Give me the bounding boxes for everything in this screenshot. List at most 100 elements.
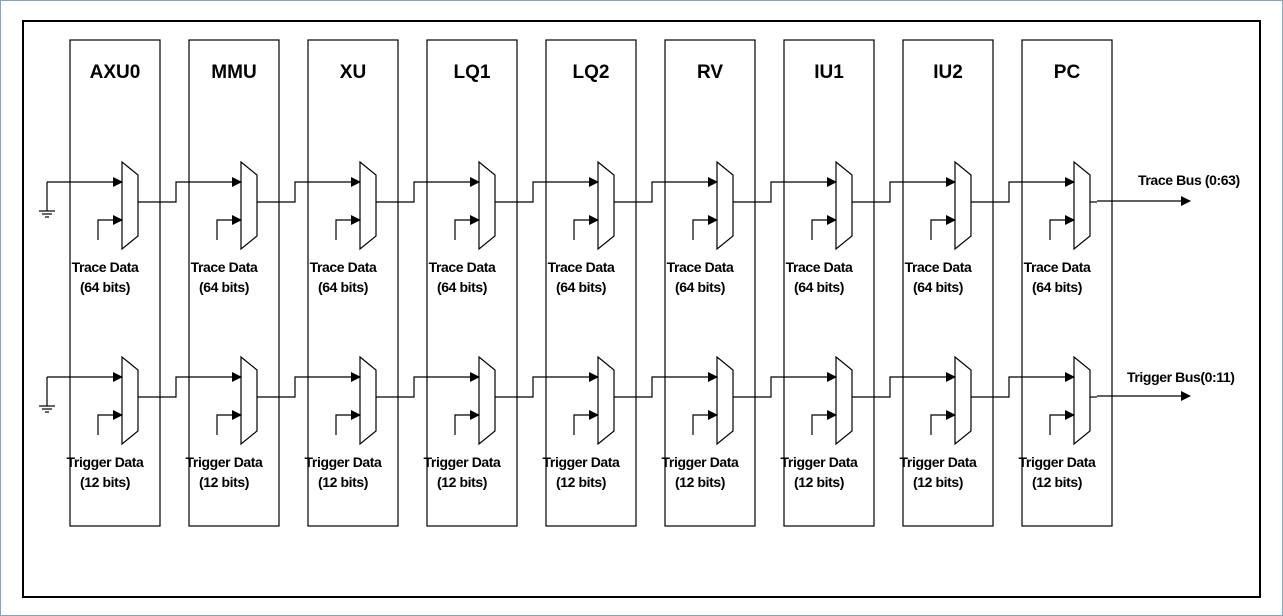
trace-bits-label: (64 bits)	[794, 279, 844, 295]
module-box	[902, 39, 994, 527]
trace-bits-label: (64 bits)	[675, 279, 725, 295]
trigger-chain-wire	[852, 372, 956, 398]
trigger-chain-wire	[971, 372, 1075, 398]
trace-mux	[597, 160, 615, 251]
module-box	[664, 39, 756, 527]
trace-data-label: Trace Data	[1024, 259, 1091, 275]
trigger-bus-output: Trigger Bus(0:11)	[1097, 369, 1235, 401]
trace-mux	[478, 160, 496, 251]
trace-chain-wire	[971, 177, 1075, 203]
module-title: MMU	[211, 62, 256, 83]
trace-chain-wire	[733, 177, 837, 203]
trace-data-input	[335, 215, 361, 240]
trigger-data-input	[692, 410, 718, 435]
trace-data-label: Trace Data	[548, 259, 615, 275]
trigger-bits-label: (12 bits)	[794, 474, 844, 490]
trace-data-input	[811, 215, 837, 240]
trigger-data-input	[1049, 410, 1075, 435]
trace-bus-label: Trace Bus (0:63)	[1138, 172, 1240, 188]
trace-chain-wire	[376, 177, 480, 203]
trace-mux	[121, 160, 139, 251]
module-box	[307, 39, 399, 527]
trace-data-input	[216, 215, 242, 240]
trace-data-label: Trace Data	[310, 259, 377, 275]
trigger-data-input	[930, 410, 956, 435]
trace-data-label: Trace Data	[667, 259, 734, 275]
trigger-chain-wire	[138, 372, 242, 398]
module-title: PC	[1054, 62, 1081, 83]
trigger-mux	[954, 355, 972, 446]
trace-ground	[39, 182, 55, 218]
trace-bus-output: Trace Bus (0:63)	[1097, 172, 1240, 206]
module-title: IU2	[933, 62, 963, 83]
trigger-bits-label: (12 bits)	[437, 474, 487, 490]
module-title: XU	[340, 62, 366, 83]
trigger-ground	[39, 377, 55, 413]
trace-chain-wire	[614, 177, 718, 203]
trace-data-label: Trace Data	[72, 259, 139, 275]
trace-bits-label: (64 bits)	[199, 279, 249, 295]
trigger-mux	[1073, 355, 1091, 446]
trigger-data-label: Trigger Data	[424, 454, 502, 470]
diagram-border	[22, 20, 1261, 598]
trigger-data-input	[573, 410, 599, 435]
trigger-mux	[240, 355, 258, 446]
trace-chain-wire	[852, 177, 956, 203]
trigger-data-label: Trigger Data	[67, 454, 145, 470]
trigger-data-label: Trigger Data	[186, 454, 264, 470]
module-box	[188, 39, 280, 527]
trace-data-input	[97, 215, 123, 240]
trace-data-input	[454, 215, 480, 240]
module-box	[426, 39, 518, 527]
trigger-data-label: Trigger Data	[305, 454, 383, 470]
trace-mux	[1073, 160, 1091, 251]
trace-mux	[716, 160, 734, 251]
trace-bits-label: (64 bits)	[556, 279, 606, 295]
trigger-mux	[359, 355, 377, 446]
trigger-data-label: Trigger Data	[543, 454, 621, 470]
trace-data-label: Trace Data	[429, 259, 496, 275]
trigger-chain-wire	[257, 372, 361, 398]
module-title: IU1	[814, 62, 844, 83]
trace-bits-label: (64 bits)	[1032, 279, 1082, 295]
trace-chain-wire	[138, 177, 242, 203]
trigger-data-label: Trigger Data	[1019, 454, 1097, 470]
trigger-bits-label: (12 bits)	[80, 474, 130, 490]
trigger-data-input	[811, 410, 837, 435]
trace-bits-label: (64 bits)	[80, 279, 130, 295]
module-title: RV	[697, 62, 723, 83]
trace-data-input	[930, 215, 956, 240]
trigger-bits-label: (12 bits)	[556, 474, 606, 490]
trace-bits-label: (64 bits)	[913, 279, 963, 295]
module-title: LQ1	[454, 62, 491, 83]
trigger-chain-wire	[733, 372, 837, 398]
trace-mux	[359, 160, 377, 251]
trigger-mux	[716, 355, 734, 446]
trigger-data-input	[216, 410, 242, 435]
trace-data-label: Trace Data	[786, 259, 853, 275]
trigger-bits-label: (12 bits)	[913, 474, 963, 490]
module-box	[545, 39, 637, 527]
trace-bits-label: (64 bits)	[318, 279, 368, 295]
trace-data-input	[573, 215, 599, 240]
trigger-bits-label: (12 bits)	[199, 474, 249, 490]
trigger-chain-wire	[495, 372, 599, 398]
trigger-mux	[121, 355, 139, 446]
trace-data-label: Trace Data	[191, 259, 258, 275]
trace-mux	[835, 160, 853, 251]
trigger-chain-wire	[614, 372, 718, 398]
trace-data-label: Trace Data	[905, 259, 972, 275]
trace-mux	[954, 160, 972, 251]
trigger-data-input	[335, 410, 361, 435]
trigger-bits-label: (12 bits)	[675, 474, 725, 490]
trigger-data-input	[97, 410, 123, 435]
